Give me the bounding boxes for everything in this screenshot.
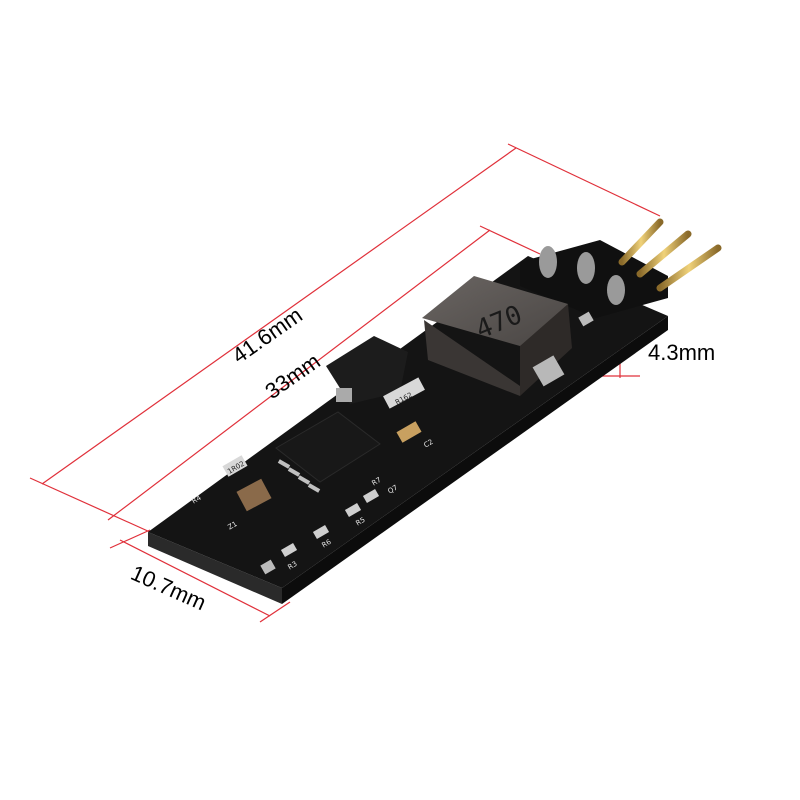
resistor-small [222,455,248,477]
pin-1 [618,218,664,266]
smd-diode [326,336,408,404]
pin-2 [636,230,692,278]
header-pins [520,218,722,318]
pin-header-body [520,240,668,318]
inductor-side [520,304,572,396]
dim-label-width: 10.7mm [127,560,210,615]
pcb-edge [148,532,282,604]
dim-extension-width-left [109,529,151,549]
silk-q7: Q7 [387,484,400,496]
silk-c2: C2 [423,438,435,450]
inductor-terminal [532,355,565,387]
diode-body [326,336,408,404]
inductor-front [424,320,520,396]
solder-joint-3 [607,275,625,305]
dimension-lines [29,143,661,623]
pad-right [578,311,594,327]
pad-bottom [260,559,276,575]
dim-line-board [107,229,491,521]
dim-extension-total-left [29,477,151,533]
solder-joint-1 [539,246,557,278]
silk-r3: R3 [287,560,299,572]
dim-extension-board-right [479,225,541,255]
inductor-top [422,276,568,346]
smd-r3 [280,543,298,557]
silk-r7: R7 [371,476,383,488]
solder-joint-2 [577,252,595,284]
dim-label-board: 33mm [260,348,324,404]
dim-extension-total-right [507,143,661,217]
dim-extension-width-right [259,601,291,623]
inductor: 470 [422,276,572,396]
dim-line-width [119,539,271,617]
smd-q7 [362,489,380,503]
capacitor [236,478,272,512]
resistor-body [383,377,425,409]
silk-r5: R5 [355,516,367,528]
ic-chip [275,411,381,493]
pin-3 [656,244,722,292]
dim-label-height: 4.3mm [648,340,715,365]
diode-lead [336,388,352,402]
smd-r5 [344,503,362,517]
pcb-edge-long [282,316,668,604]
silk-z1: Z1 [227,520,239,532]
capacitor-c2 [396,421,422,443]
dim-line-total [41,147,517,485]
ic-pins [277,459,321,493]
ic-body [275,411,381,483]
silk-r4: R4 [191,494,204,506]
smd-r6 [312,525,330,539]
silkscreen-labels: C2 R4 Z1 Q7 R3 R5 R6 R7 [191,438,435,572]
silk-r6: R6 [321,538,334,550]
